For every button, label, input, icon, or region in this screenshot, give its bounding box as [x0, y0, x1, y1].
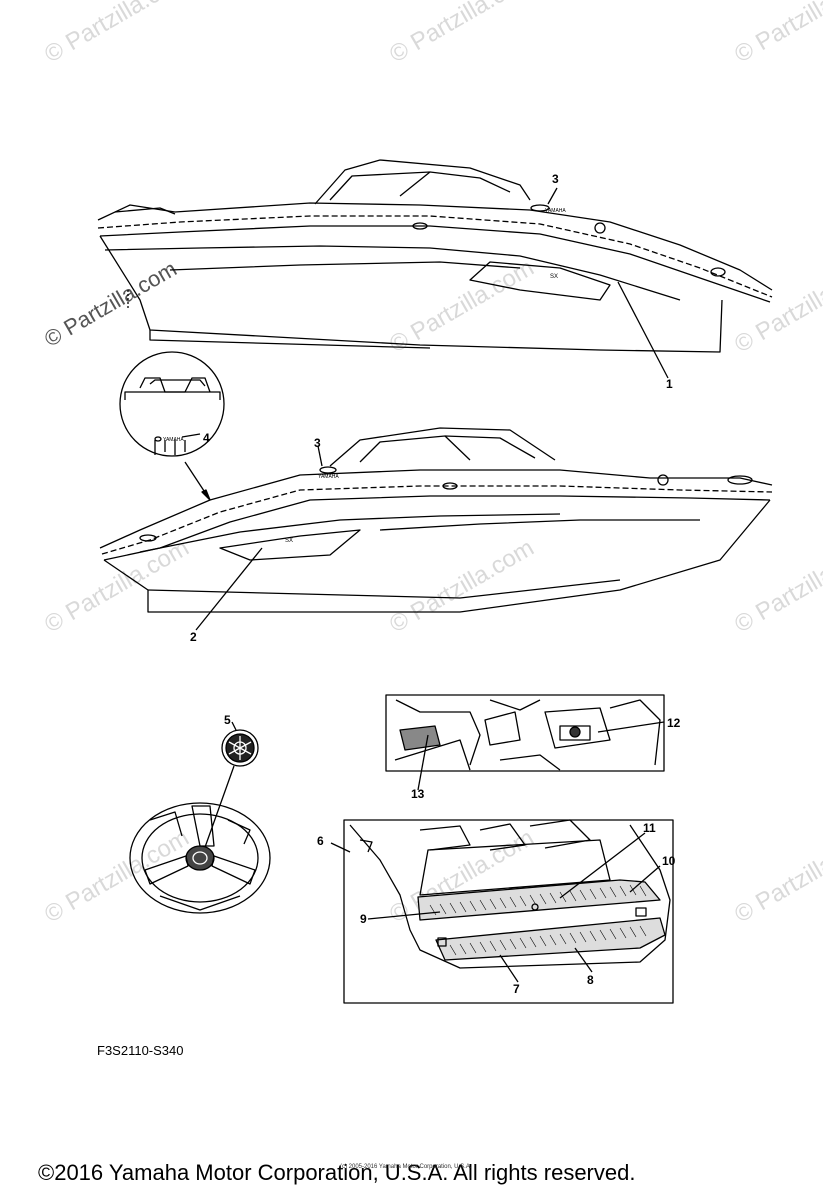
svg-text:YAMAHA: YAMAHA: [318, 474, 339, 480]
copyright-notice: ©2016 Yamaha Motor Corporation, U.S.A. A…: [38, 1160, 636, 1185]
svg-text:YAMAHA: YAMAHA: [545, 208, 566, 214]
svg-text:SX: SX: [285, 538, 293, 544]
callout-7: 7: [513, 982, 520, 996]
svg-text:SX: SX: [550, 274, 558, 280]
boat-starboard-view: YAMAHA SX: [97, 159, 773, 353]
callout-12: 12: [667, 716, 681, 730]
callout-11: 11: [643, 821, 656, 835]
callout-4: 4: [203, 431, 210, 445]
boat-port-view: YAMAHA SX: [99, 427, 773, 613]
fine-print: (c) 2005-2016 Yamaha Motor Corporation, …: [340, 1164, 472, 1170]
yamaha-emblem: [203, 721, 259, 851]
steering-wheel: [129, 802, 271, 914]
decal-detail-inset: YAMAHA: [119, 290, 225, 457]
callout-1: 1: [666, 377, 673, 391]
callout-5: 5: [224, 713, 231, 727]
callout-6: 6: [317, 834, 324, 848]
callout-9: 9: [360, 912, 367, 926]
swim-platform-inset: [343, 819, 674, 1004]
console-inset: [385, 694, 665, 791]
diagram-code: F3S2110-S340: [97, 1043, 184, 1058]
callout-13: 13: [411, 787, 425, 801]
svg-text:YAMAHA: YAMAHA: [163, 437, 184, 443]
callout-10: 10: [662, 854, 676, 868]
callout-8: 8: [587, 973, 594, 987]
callout-2: 2: [190, 630, 197, 644]
callout-3: 3: [314, 436, 321, 450]
callout-3-top: 3: [552, 172, 559, 186]
